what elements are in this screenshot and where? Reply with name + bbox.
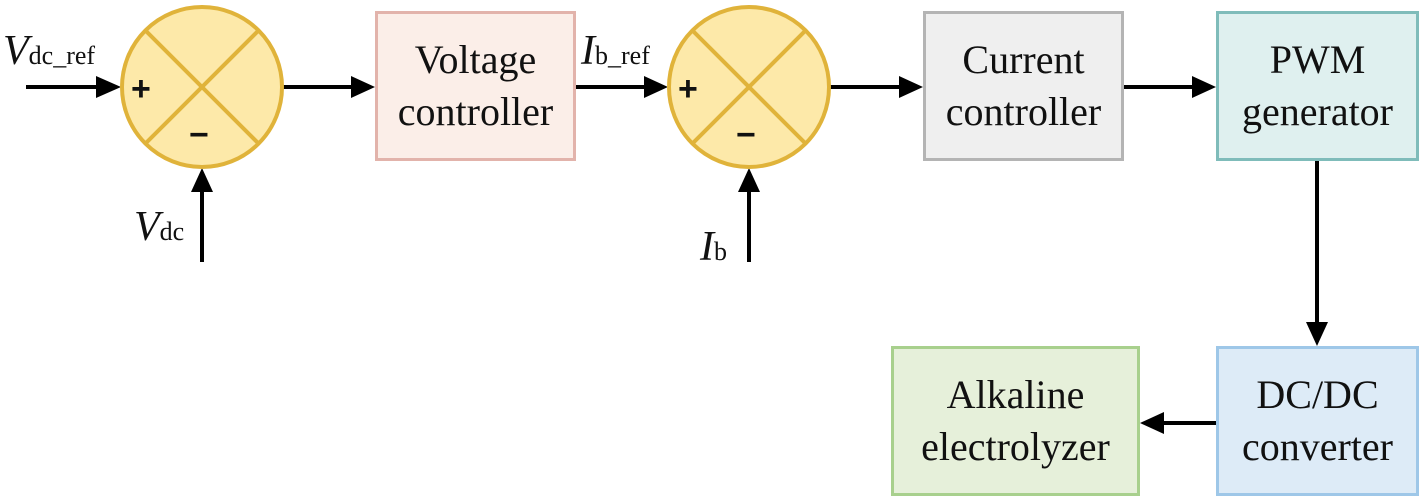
label-vdc-ref: Vdc_ref <box>3 28 96 74</box>
sum1-minus-sign: − <box>189 116 209 154</box>
label-ib: Ib <box>700 224 727 270</box>
arrowhead <box>351 76 375 98</box>
block-label-line1: PWM <box>1269 37 1366 82</box>
sum1-plus-sign: + <box>131 70 151 108</box>
dcdc-converter-block: DC/DC converter <box>1216 346 1419 496</box>
block-label-line1: DC/DC <box>1256 372 1379 417</box>
arrowhead <box>1306 322 1328 346</box>
block-label-line1: Alkaline <box>946 372 1085 417</box>
arrowhead <box>644 76 668 98</box>
arrowhead <box>96 76 121 98</box>
block-label-line2: generator <box>1241 89 1393 134</box>
arrowhead <box>1192 76 1216 98</box>
sum2-plus-sign: + <box>678 70 698 108</box>
alkaline-electrolyzer-block: Alkaline electrolyzer <box>891 346 1140 496</box>
arrowhead <box>738 168 760 192</box>
block-label-line2: converter <box>1241 424 1393 469</box>
sum2-minus-sign: − <box>736 116 756 154</box>
arrowhead <box>899 76 923 98</box>
arrowhead <box>191 168 213 192</box>
voltage-controller-block: Voltage controller <box>375 11 576 161</box>
label-vdc: Vdc <box>134 204 185 250</box>
block-label-line2: controller <box>945 89 1102 134</box>
block-label-line1: Voltage <box>414 37 537 82</box>
arrowhead <box>1140 412 1164 434</box>
pwm-generator-block: PWM generator <box>1216 11 1419 161</box>
block-label-line2: controller <box>397 89 554 134</box>
summing-junction-1 <box>120 5 284 169</box>
current-controller-block: Current controller <box>923 11 1124 161</box>
label-ib-ref: Ib_ref <box>581 28 650 74</box>
block-label-line1: Current <box>962 37 1085 82</box>
summing-junction-2 <box>667 5 831 169</box>
block-label-line2: electrolyzer <box>921 424 1110 469</box>
